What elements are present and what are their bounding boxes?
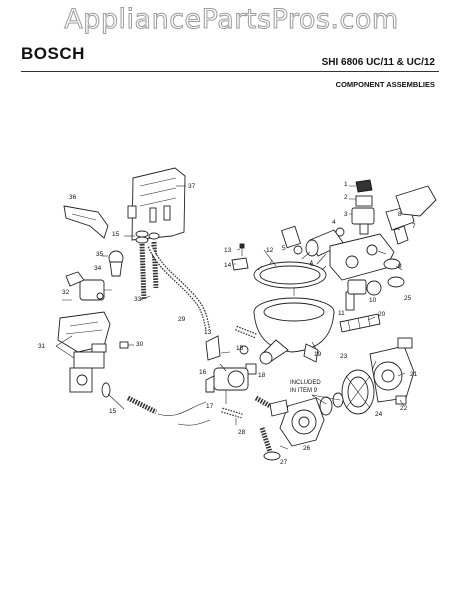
part-6-valve-body: [305, 229, 345, 257]
diagram-subtitle: COMPONENT ASSEMBLIES: [335, 80, 435, 89]
part-7-cover: [395, 185, 437, 217]
label-7: 7: [412, 223, 416, 230]
label-37: 37: [188, 183, 196, 190]
note-included-line2: IN ITEM 9: [290, 388, 318, 394]
part-11-tube: [345, 291, 355, 311]
label-15-mid: 15: [236, 345, 244, 352]
model-number: SHI 6806 UC/11 & UC/12: [321, 57, 435, 68]
label-27: 27: [280, 459, 288, 466]
part-28-connector: [221, 407, 243, 419]
label-34: 34: [94, 265, 102, 272]
part-19-sump: [253, 288, 335, 365]
label-13-top: 13: [224, 247, 232, 254]
label-12: 12: [266, 247, 274, 254]
leader-lines: [107, 185, 406, 450]
hose-pump: [254, 395, 272, 409]
part-30-clip: [119, 341, 134, 349]
part-15-clamp-mid: [239, 345, 257, 375]
label-29: 29: [178, 316, 186, 323]
hose-to-sump: [235, 325, 257, 339]
part-22-bracket: [395, 395, 407, 405]
label-13-mid: 13: [204, 329, 212, 336]
label-11: 11: [338, 310, 345, 317]
label-14: 14: [224, 262, 232, 269]
label-26: 26: [303, 445, 311, 452]
label-16: 16: [199, 369, 207, 376]
label-36: 36: [69, 194, 77, 201]
label-6: 6: [310, 261, 314, 268]
part-29-long-hose: [147, 244, 211, 331]
part-25-clamp: [387, 276, 405, 288]
part-37-dispenser: [127, 167, 186, 241]
part-23-motor-housing: [341, 369, 375, 415]
label-35: 35: [96, 251, 104, 258]
part-31-fill-valve: [55, 311, 111, 393]
part-17-drain-pump: [205, 335, 249, 404]
label-24: 24: [375, 411, 383, 418]
label-1: 1: [344, 181, 348, 188]
label-30: 30: [136, 341, 144, 348]
watermark: AppliancePartsPros.com: [64, 4, 399, 36]
brand-logo: BOSCH: [21, 44, 85, 63]
label-5: 5: [282, 245, 286, 252]
label-8: 8: [398, 211, 402, 218]
part-20-filter: [339, 313, 381, 333]
part-5-heater-block: [280, 225, 303, 255]
drain-hose: [126, 395, 211, 426]
label-28: 28: [238, 429, 246, 436]
label-23: 23: [340, 353, 348, 360]
part-27-inlet: [259, 427, 281, 461]
part-10-sensor: [347, 279, 382, 296]
header-divider: [21, 71, 439, 72]
part-9-water-switch: [329, 233, 401, 281]
part-12-ring: [253, 259, 327, 289]
part-36-trim: [63, 205, 109, 239]
label-17: 17: [206, 403, 214, 410]
part-15-ring-low: [101, 382, 111, 398]
label-33: 33: [134, 296, 142, 303]
label-15-top: 15: [112, 231, 120, 238]
part-2-fitting: [355, 195, 373, 207]
label-32: 32: [62, 289, 70, 296]
note-included-line1: INCLUDED: [290, 380, 321, 386]
part-4-fitting: [335, 227, 345, 237]
part-15-seals-top: [124, 230, 160, 244]
label-4: 4: [332, 219, 336, 226]
label-20: 20: [378, 311, 386, 318]
label-18: 18: [258, 372, 266, 379]
label-9: 9: [398, 263, 402, 270]
label-19: 19: [314, 351, 322, 358]
part-26-pump: [269, 397, 325, 447]
label-21: 21: [410, 371, 418, 378]
part-24-seals: [319, 392, 344, 416]
part-35-valve: [102, 250, 124, 277]
part-21-motor: [369, 337, 415, 403]
part-33-hoses: [139, 241, 159, 301]
label-2: 2: [344, 194, 348, 201]
part-1-cap: [355, 179, 373, 193]
label-25: 25: [404, 295, 412, 302]
part-14-clip: [231, 243, 249, 271]
part-3-valve: [351, 207, 375, 235]
label-22: 22: [400, 405, 408, 412]
label-31: 31: [38, 343, 46, 350]
label-10: 10: [369, 297, 377, 304]
label-3: 3: [344, 211, 348, 218]
label-15-low: 15: [109, 408, 117, 415]
part-32-float-switch: [62, 271, 112, 301]
